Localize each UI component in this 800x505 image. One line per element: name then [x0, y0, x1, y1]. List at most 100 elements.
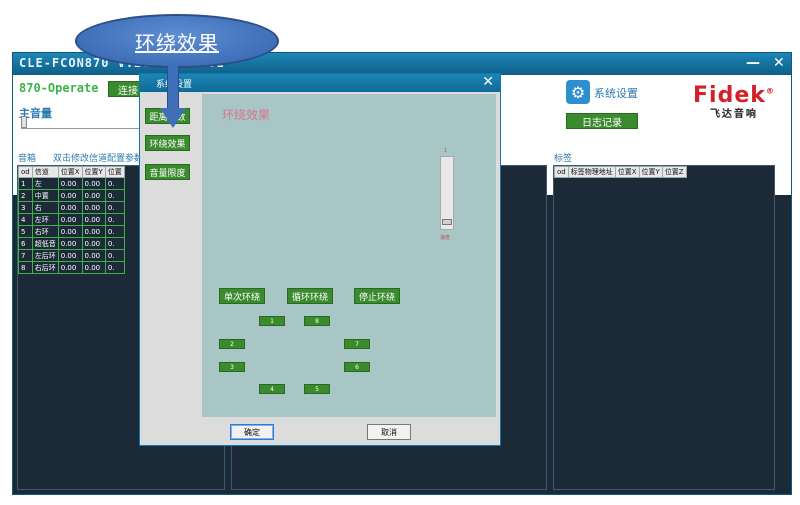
table-cell: 0.	[104, 201, 125, 214]
table-cell: 0.00	[81, 261, 106, 274]
table-cell: 2	[18, 189, 33, 202]
single-surround-button[interactable]: 单次环绕	[219, 288, 265, 304]
main-volume-thumb[interactable]	[21, 116, 27, 128]
close-icon[interactable]: ✕	[773, 55, 785, 71]
stop-surround-button[interactable]: 停止环绕	[354, 288, 400, 304]
channels-header-cell: 信道	[31, 166, 59, 178]
table-cell: 0.00	[81, 249, 106, 262]
settings-dialog: 系统设置 ✕ 距离参数 环绕效果 音量限度 环绕效果 1 速度 单次环绕 循环环…	[139, 73, 501, 446]
table-cell: 0.00	[81, 225, 106, 238]
table-cell: 0.00	[57, 177, 83, 190]
dialog-sidebar: 距离参数 环绕效果 音量限度	[140, 92, 200, 445]
speaker-button-8[interactable]: 8	[304, 316, 330, 326]
log-button[interactable]: 日志记录	[566, 113, 638, 129]
table-cell: 0.	[104, 249, 125, 262]
system-settings-label[interactable]: 系统设置	[594, 87, 638, 100]
table-cell: 左	[31, 177, 59, 190]
dialog-close-icon[interactable]: ✕	[482, 74, 494, 90]
table-cell: 0.	[104, 177, 125, 190]
table-cell: 0.00	[57, 201, 83, 214]
annotation-callout: 环绕效果	[75, 14, 279, 68]
speaker-button-1[interactable]: 1	[259, 316, 285, 326]
table-cell: 0.	[104, 261, 125, 274]
callout-text: 环绕效果	[135, 30, 219, 55]
table-cell: 右	[31, 201, 59, 214]
table-cell: 0.00	[81, 201, 106, 214]
speaker-button-7[interactable]: 7	[344, 339, 370, 349]
speaker-button-5[interactable]: 5	[304, 384, 330, 394]
speaker-button-3[interactable]: 3	[219, 362, 245, 372]
table-cell: 3	[18, 201, 33, 214]
surround-effect-title: 环绕效果	[222, 108, 271, 122]
table-cell: 1	[18, 177, 33, 190]
table-cell: 0.00	[57, 249, 83, 262]
ok-button[interactable]: 确定	[230, 424, 274, 440]
main-volume-slider[interactable]	[21, 116, 141, 129]
speed-slider-label: 速度	[440, 235, 451, 241]
table-cell: 0.	[104, 213, 125, 226]
tags-header-cell: 位置Y	[638, 166, 663, 178]
table-cell: 0.00	[81, 189, 106, 202]
speaker-button-2[interactable]: 2	[219, 339, 245, 349]
table-cell: 0.00	[57, 189, 83, 202]
channels-header-cell: 位置Y	[81, 166, 106, 178]
table-cell: 4	[18, 213, 33, 226]
callout-arrow-icon	[160, 108, 186, 128]
cancel-button[interactable]: 取消	[367, 424, 411, 440]
operate-label: 870-Operate	[19, 81, 99, 95]
tab-surround-effect[interactable]: 环绕效果	[145, 135, 190, 151]
channels-hint: 双击修改信道配置参数	[53, 154, 144, 164]
channels-header-cell: 位置	[104, 166, 125, 178]
logo-sub-text: 飞达音响	[709, 109, 758, 120]
table-cell: 0.	[104, 189, 125, 202]
loop-surround-button[interactable]: 循环环绕	[287, 288, 333, 304]
tab-volume-limit[interactable]: 音量限度	[145, 164, 190, 180]
minimize-icon[interactable]: —	[746, 55, 760, 71]
table-cell: 0.00	[57, 237, 83, 250]
table-cell: 0.	[104, 225, 125, 238]
speaker-button-4[interactable]: 4	[259, 384, 285, 394]
table-cell: 7	[18, 249, 33, 262]
tags-header-cell: 标签物理地址	[567, 166, 616, 178]
tags-header-cell: od	[554, 166, 569, 178]
table-cell: 0.00	[57, 213, 83, 226]
gear-icon[interactable]: ⚙	[566, 80, 590, 104]
table-cell: 0.00	[81, 177, 106, 190]
speed-slider-top-label: 1	[444, 148, 448, 154]
fidek-logo: Fidek® 飞达音响	[693, 83, 775, 120]
table-cell: 6	[18, 237, 33, 250]
callout-arrow-shaft	[167, 66, 179, 110]
main-volume-label: 主音量	[19, 107, 52, 120]
tags-header-cell: 位置X	[614, 166, 640, 178]
speaker-button-6[interactable]: 6	[344, 362, 370, 372]
table-cell: 左后环	[31, 249, 59, 262]
table-cell: 中置	[31, 189, 59, 202]
table-cell: 右环	[31, 225, 59, 238]
table-cell: 0.00	[57, 225, 83, 238]
speed-slider[interactable]	[440, 156, 454, 230]
table-cell: 8	[18, 261, 33, 274]
tags-section-label: 标签	[554, 154, 573, 164]
table-cell: 0.00	[57, 261, 83, 274]
table-cell: 0.00	[81, 213, 106, 226]
table-cell: 5	[18, 225, 33, 238]
logo-main-text: Fidek®	[693, 83, 775, 108]
speed-slider-thumb[interactable]	[442, 219, 452, 225]
table-cell: 右后环	[31, 261, 59, 274]
table-cell: 0.	[104, 237, 125, 250]
table-cell: 超低音	[31, 237, 59, 250]
